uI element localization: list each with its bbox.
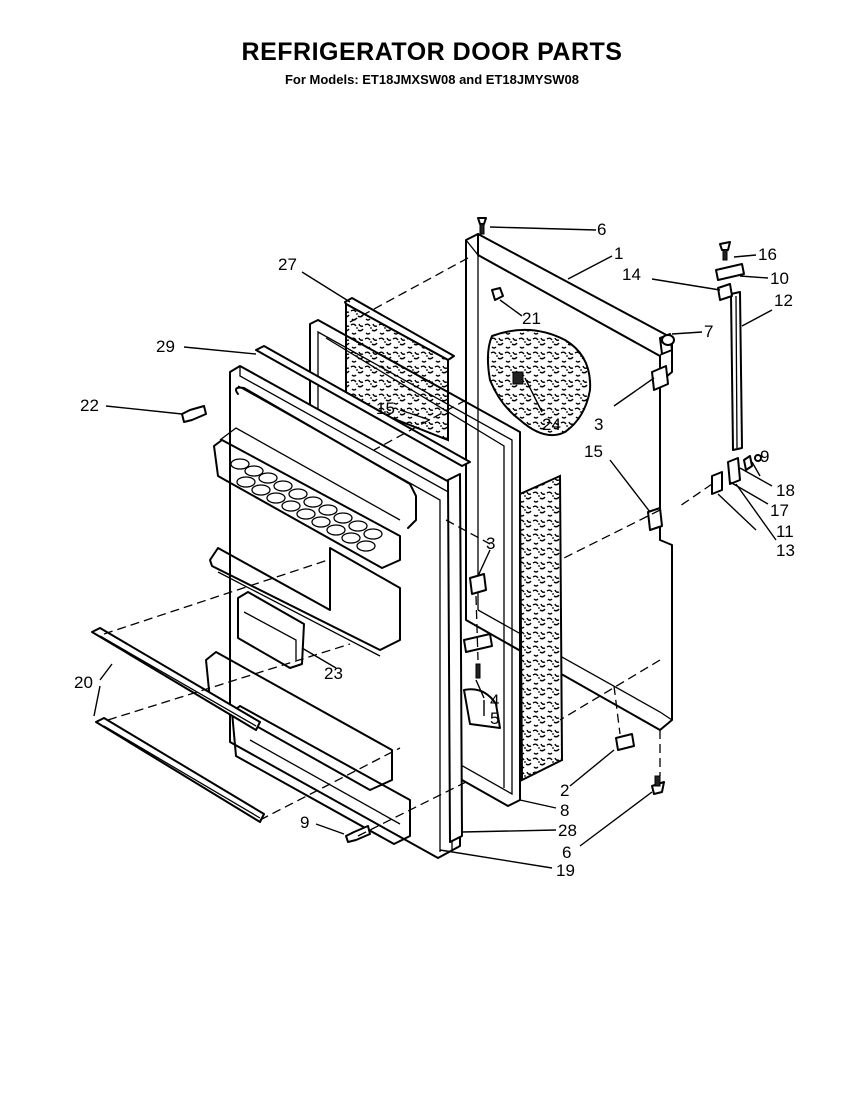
callout-4: 4 (490, 691, 499, 710)
lower-hinge-parts (463, 573, 501, 729)
outer-door-panel (465, 233, 673, 731)
top-screw (477, 217, 487, 235)
callout-28: 28 (558, 821, 577, 840)
page-title: REFRIGERATOR DOOR PARTS (241, 38, 623, 66)
callout-numbers: 6 1 16 10 14 12 27 21 7 29 22 15 24 3 15… (74, 220, 795, 880)
plug-21 (491, 287, 504, 301)
callout-3-lower: 3 (486, 534, 495, 553)
callout-15-right: 15 (584, 442, 603, 461)
callout-5: 5 (490, 709, 499, 728)
assembly-lines (103, 257, 713, 837)
callout-27: 27 (278, 255, 297, 274)
door-handle (730, 291, 743, 451)
butter-compartment (237, 591, 305, 669)
callout-6-top: 6 (597, 220, 606, 239)
callout-23: 23 (324, 664, 343, 683)
handle-cap (717, 283, 733, 301)
callout-21: 21 (522, 309, 541, 328)
foam-pad-top (344, 297, 455, 442)
bottom-screw (651, 775, 665, 795)
foam-strip-vertical (518, 474, 564, 782)
inner-door-liner (205, 365, 461, 859)
callout-7: 7 (704, 322, 713, 341)
callout-18: 18 (776, 481, 795, 500)
shelf-bar-lower (95, 717, 265, 823)
callout-10: 10 (770, 269, 789, 288)
callout-2: 2 (560, 781, 569, 800)
callout-29: 29 (156, 337, 175, 356)
callout-24: 24 (542, 415, 561, 434)
callout-6-bottom: 6 (562, 843, 571, 862)
shelf-bar-upper (91, 627, 261, 731)
callout-15-left: 15 (376, 399, 395, 418)
screw-9-lower (345, 825, 371, 843)
callout-14: 14 (622, 265, 641, 284)
screw-22 (181, 405, 207, 423)
callout-1: 1 (614, 244, 623, 263)
bottom-cap (615, 733, 635, 751)
callout-8: 8 (560, 801, 569, 820)
callout-13: 13 (776, 541, 795, 560)
egg-tray (230, 458, 383, 552)
callout-17: 17 (770, 501, 789, 520)
handle-screw (719, 241, 731, 261)
callout-9-upper: 9 (760, 447, 769, 466)
liner-top-strip (255, 345, 471, 467)
hinge-pin-bushing (661, 334, 675, 346)
leader-lines (93, 226, 777, 869)
callout-11: 11 (776, 522, 794, 541)
callout-16: 16 (758, 245, 777, 264)
callout-3-upper: 3 (594, 415, 603, 434)
callout-22: 22 (80, 396, 99, 415)
foam-patch (486, 328, 592, 436)
vertical-trim-strip (447, 473, 463, 843)
handle-lower-hardware (711, 454, 762, 495)
callout-12: 12 (774, 291, 793, 310)
handle-clip (715, 263, 745, 281)
hinge-bracket-mid (647, 507, 663, 531)
callout-9-lower: 9 (300, 813, 309, 832)
callout-20: 20 (74, 673, 93, 692)
callout-19: 19 (556, 861, 575, 880)
page-subtitle: For Models: ET18JMXSW08 and ET18JMYSW08 (284, 72, 580, 87)
